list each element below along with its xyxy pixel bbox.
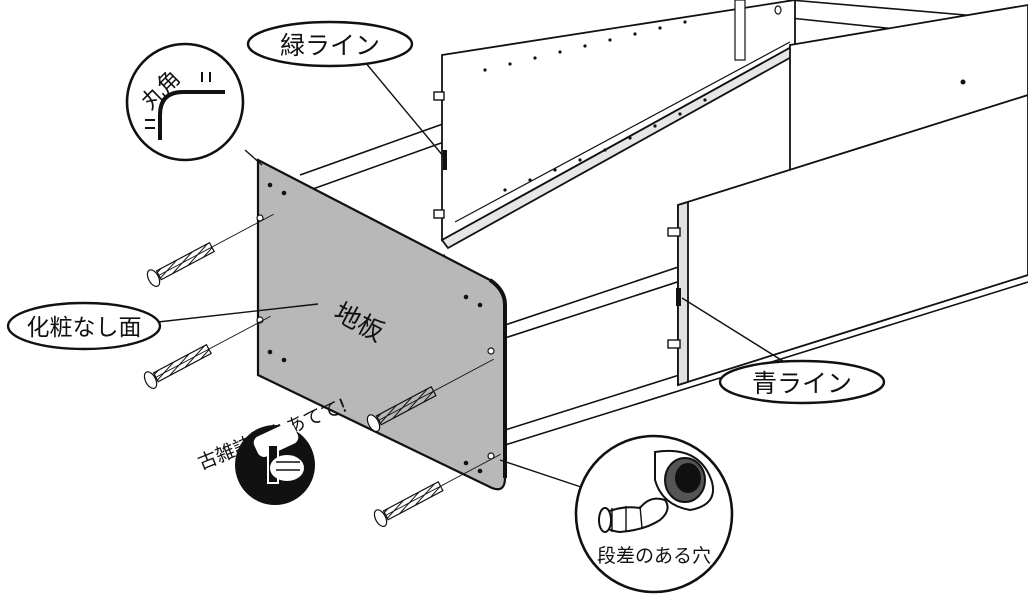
rounded-corner-icon: [145, 72, 225, 140]
dowel-icon: [433, 91, 681, 349]
non-decor-face-label: 化粧なし面: [27, 315, 142, 341]
screw-icon: [143, 315, 271, 390]
non-decor-face-callout: 化粧なし面: [6, 301, 162, 351]
green-line-mark: [443, 150, 447, 170]
blue-line-mark: [676, 288, 681, 306]
hammer-icon: [253, 423, 304, 484]
screw-icon: [146, 213, 274, 288]
hole-closeup-icon: [598, 449, 714, 534]
screw-icon: [366, 358, 494, 433]
rounded-corner-callout: 丸角: [125, 42, 245, 162]
front-board: [676, 94, 1028, 387]
green-line-callout: 緑ライン: [246, 20, 414, 68]
stepped-hole-label: 段差のある穴: [597, 545, 711, 567]
blue-line-callout: 青ライン: [718, 359, 886, 405]
leader-lines: [157, 61, 811, 491]
green-line-label: 緑ライン: [280, 31, 380, 60]
base-board: [256, 158, 507, 491]
screw-icon: [373, 453, 501, 528]
blue-line-label: 青ライン: [752, 369, 852, 398]
hammer-note: 古雑誌等をあてて!: [195, 394, 351, 505]
stepped-hole-callout: 段差のある穴: [574, 434, 734, 594]
